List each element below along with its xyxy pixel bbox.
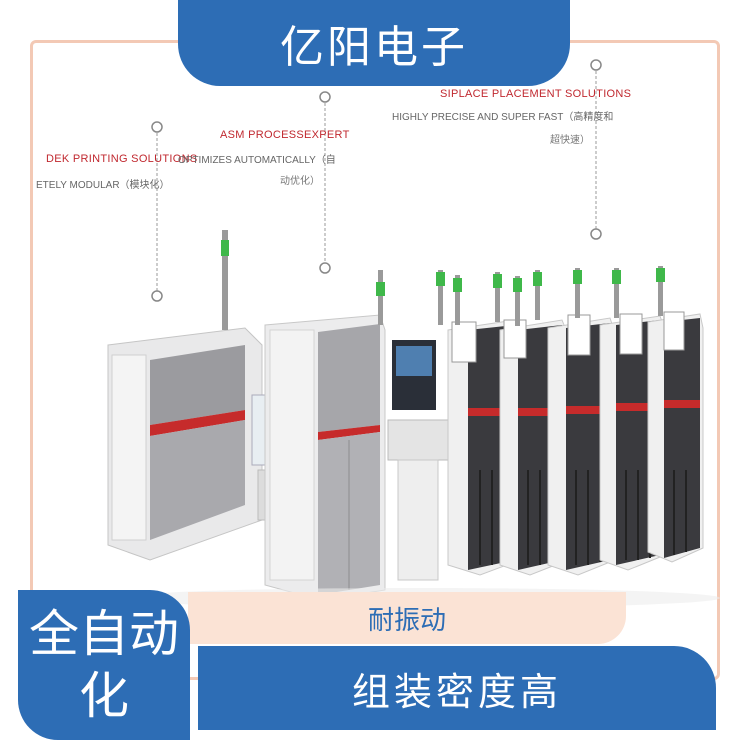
company-banner: 亿阳电子 — [178, 0, 570, 86]
operator-terminal — [376, 270, 449, 581]
callout-title-dek: DEK PRINTING SOLUTIONS — [46, 153, 197, 165]
callout-title-asm: ASM PROCESSEXPERT — [220, 129, 350, 141]
callout-pin-dek — [151, 121, 163, 302]
callout-title-siplace: SIPLACE PLACEMENT SOLUTIONS — [440, 88, 631, 100]
callout-pin-asm — [319, 91, 331, 274]
callout-sub-dek: ETELY MODULAR（模块化） — [36, 178, 170, 191]
inspection-machine — [264, 314, 386, 601]
density-feature-bar: 组装密度高 — [198, 646, 716, 730]
vibration-feature-bar: 耐振动 — [188, 592, 626, 644]
vibration-feature-label: 耐振动 — [367, 605, 446, 636]
callout-pin-siplace — [590, 59, 602, 240]
automation-feature-box: 全自动化 — [18, 590, 190, 740]
callout-sub-asm: OPTIMIZES AUTOMATICALLY（自 — [178, 153, 336, 166]
callout-sub-siplace: HIGHLY PRECISE AND SUPER FAST（高精度和 — [392, 110, 613, 123]
automation-feature-label: 全自动化 — [29, 605, 179, 725]
callout-sub-siplace-2: 超快速） — [550, 133, 590, 146]
callout-sub-asm-2: 动优化） — [280, 174, 320, 187]
siplace-machine-3 — [533, 268, 616, 576]
density-feature-label: 组装密度高 — [351, 669, 562, 714]
siplace-machine-5 — [647, 266, 704, 563]
company-name: 亿阳电子 — [280, 22, 468, 73]
